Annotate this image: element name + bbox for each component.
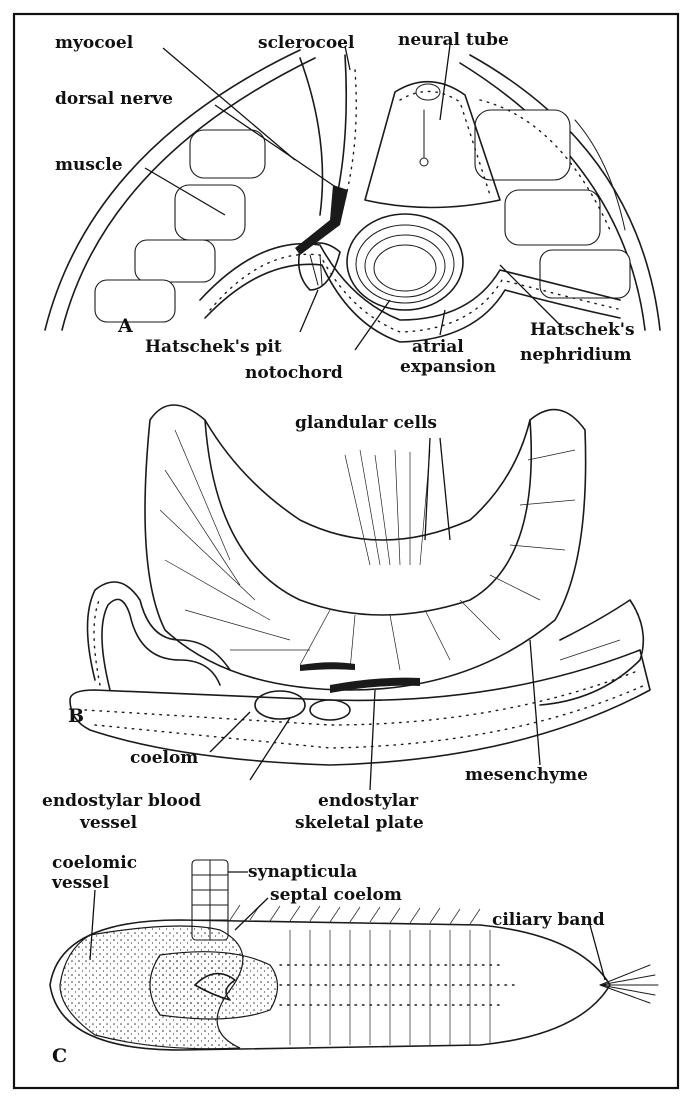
label-synapticula: synapticula [248,862,357,882]
label-atrial: atrial [412,337,464,357]
panel-b-endostyle [70,405,650,790]
label-vessel-b: vessel [79,813,138,833]
panel-letter-c: C [52,1045,67,1067]
label-skeletal-plate: skeletal plate [295,813,424,833]
panel-letter-b: B [68,705,84,727]
label-coelomic: coelomic [52,853,137,873]
panel-letter-a: A [117,315,133,337]
label-septal-coelom: septal coelom [270,885,402,905]
label-coelom: coelom [130,748,198,768]
label-nephridium: nephridium [520,345,632,365]
label-neural-tube: neural tube [398,30,509,50]
label-endostylar-blood: endostylar blood [42,791,201,811]
label-vessel-c: vessel [51,873,110,893]
label-endostylar: endostylar [318,791,419,811]
label-sclerocoel: sclerocoel [258,33,355,53]
label-hatscheks: Hatschek's [530,320,635,340]
label-myocoel: myocoel [55,33,134,53]
label-muscle: muscle [55,155,123,175]
label-notochord: notochord [245,363,343,383]
label-dorsal-nerve: dorsal nerve [55,89,173,109]
label-glandular-cells: glandular cells [295,413,437,433]
label-hatscheks-pit: Hatschek's pit [145,337,282,357]
label-ciliary-band: ciliary band [492,910,605,930]
label-mesenchyme: mesenchyme [465,765,588,785]
label-expansion: expansion [400,357,496,377]
